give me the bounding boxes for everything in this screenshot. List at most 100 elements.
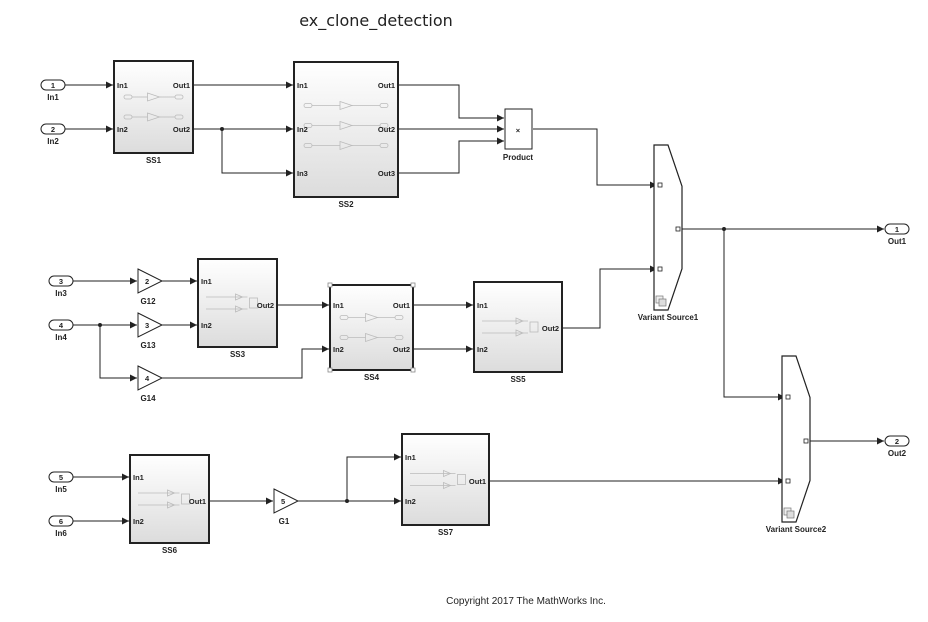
- subsystem-preview-icon: [123, 92, 184, 122]
- gain-value: 5: [281, 497, 285, 506]
- selection-handle[interactable]: [327, 282, 333, 288]
- inport-number: 3: [59, 277, 63, 286]
- subsystem-output-port-label: Out2: [173, 125, 190, 134]
- gain-value: 2: [145, 277, 149, 286]
- product-name: Product: [503, 153, 534, 162]
- outport-number: 1: [895, 225, 899, 234]
- wire-ss1-ss2-in3[interactable]: [221, 129, 293, 177]
- variant-output-port: [803, 438, 809, 444]
- inport-label: In3: [55, 289, 67, 298]
- copyright-annotation: Copyright 2017 The MathWorks Inc.: [446, 596, 606, 607]
- inport-number: 5: [59, 473, 63, 482]
- subsystem-name: SS2: [338, 200, 354, 209]
- inport-label: In5: [55, 485, 67, 494]
- subsystem-input-port-label: In1: [477, 301, 488, 310]
- inport-label: In2: [47, 137, 59, 146]
- variant-input-port: [785, 478, 791, 484]
- subsystem-output-port-label: Out3: [378, 169, 395, 178]
- gain-name: G14: [140, 394, 156, 403]
- product-block[interactable]: × Product: [503, 108, 534, 162]
- inport-number: 4: [59, 321, 64, 330]
- subsystem-name: SS7: [438, 528, 454, 537]
- outport-label: Out1: [888, 237, 907, 246]
- subsystem-preview-icon: [410, 469, 466, 490]
- subsystem-preview-icon: [206, 293, 258, 313]
- variant-source-1[interactable]: Variant Source1: [638, 144, 699, 322]
- product-symbol: ×: [516, 126, 521, 135]
- inport-label: In6: [55, 529, 67, 538]
- subsystem-output-port-label: Out1: [378, 81, 395, 90]
- subsystem-input-port-label: In2: [297, 125, 308, 134]
- variant-output-port: [675, 226, 681, 232]
- outport-number: 2: [895, 437, 899, 446]
- inport-number: 6: [59, 517, 63, 526]
- subsystem-input-port-label: In1: [133, 473, 144, 482]
- selection-handle[interactable]: [410, 282, 416, 288]
- gain-value: 3: [145, 321, 149, 330]
- subsystem-input-port-label: In3: [297, 169, 308, 178]
- gain-g1[interactable]: 5G1: [273, 488, 300, 526]
- subsystem-output-port-label: Out1: [189, 497, 206, 506]
- subsystem-name: SS5: [510, 375, 526, 384]
- subsystem-input-port-label: In1: [405, 453, 416, 462]
- subsystem-input-port-label: In1: [297, 81, 308, 90]
- subsystem-input-port-label: In2: [201, 321, 212, 330]
- variant-input-port: [657, 182, 663, 188]
- subsystem-preview-icon: [303, 100, 389, 151]
- subsystem-input-port-label: In2: [133, 517, 144, 526]
- subsystem-preview-icon: [482, 317, 539, 337]
- branch-point: [98, 323, 102, 327]
- model-title: ex_clone_detection: [299, 11, 453, 30]
- subsystem-output-port-label: Out2: [257, 301, 274, 310]
- subsystem-input-port-label: In2: [477, 345, 488, 354]
- selection-handle[interactable]: [410, 367, 416, 373]
- subsystem-output-port-label: Out1: [393, 301, 410, 310]
- branch-point: [722, 227, 726, 231]
- variant-input-port: [785, 394, 791, 400]
- wire-vs1-vs2[interactable]: [723, 229, 785, 401]
- wire-ss5-vs1[interactable]: [563, 265, 657, 329]
- subsystem-name: SS1: [146, 156, 162, 165]
- gain-value: 4: [145, 374, 150, 383]
- wire-ss2-out1-product[interactable]: [399, 84, 504, 122]
- gain-name: G13: [140, 341, 156, 350]
- subsystem-name: SS6: [162, 546, 178, 555]
- subsystem-preview-icon: [339, 312, 404, 343]
- subsystem-output-port-label: Out1: [173, 81, 190, 90]
- outport-label: Out2: [888, 449, 907, 458]
- variant-source-2[interactable]: Variant Source2: [766, 355, 827, 534]
- subsystem-output-port-label: Out2: [378, 125, 395, 134]
- wire-g14-ss4[interactable]: [162, 345, 329, 379]
- branch-point: [345, 499, 349, 503]
- selection-handle[interactable]: [327, 367, 333, 373]
- branch-point: [220, 127, 224, 131]
- variant-source-name: Variant Source2: [766, 525, 827, 534]
- wire-product-vs1[interactable]: [533, 128, 657, 189]
- subsystem-input-port-label: In2: [117, 125, 128, 134]
- wire-g1-ss7-in1[interactable]: [346, 453, 401, 501]
- variant-source-name: Variant Source1: [638, 313, 699, 322]
- wire-ss2-out3-product[interactable]: [399, 137, 504, 174]
- subsystem-name: SS3: [230, 350, 246, 359]
- subsystem-preview-icon: [138, 489, 190, 509]
- wire-in4-g14[interactable]: [99, 325, 137, 382]
